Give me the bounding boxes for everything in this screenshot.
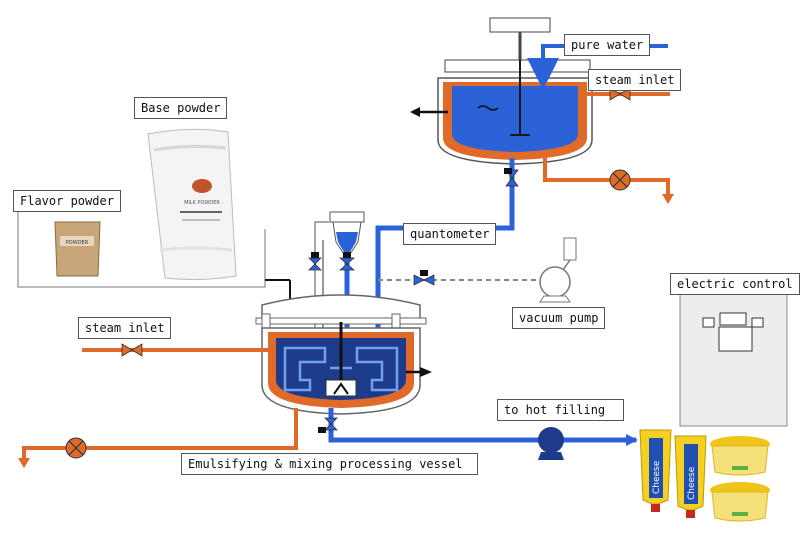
- hopper-valve-icon[interactable]: [338, 257, 356, 271]
- vessel-condensate-pipe: [22, 408, 298, 462]
- transfer-pump: [538, 427, 564, 460]
- tank-lid: [444, 59, 591, 73]
- base-bag-body: [147, 128, 237, 281]
- valve-actuator: [504, 168, 512, 174]
- vacuum-valve-icon[interactable]: [413, 274, 435, 286]
- to-hot-filling-label: to hot filling: [497, 399, 625, 421]
- control-indicator-right[interactable]: [751, 317, 764, 328]
- top-condensate-pipe: [543, 158, 670, 198]
- scraper-blade-left: [283, 346, 327, 392]
- cup-2-body: [711, 491, 769, 522]
- top-steam-valve-icon[interactable]: [609, 87, 631, 101]
- electric-control-panel: [679, 289, 788, 427]
- hopper-fill: [336, 232, 358, 252]
- steam-inlet-left-label: steam inlet: [78, 317, 172, 339]
- cheese-tube-2: Cheese: [674, 435, 707, 518]
- water-wave-icon: [477, 105, 499, 111]
- tube-1-band: [649, 438, 663, 498]
- tube-1-brand: Cheese: [652, 460, 662, 494]
- cheese-cup-1: [710, 436, 770, 476]
- vessel-lid: [261, 294, 421, 321]
- control-indicator-left[interactable]: [702, 317, 715, 328]
- flavor-bag-text: POWDER: [66, 240, 89, 246]
- vessel-label: Emulsifying & mixing processing vessel: [181, 453, 478, 475]
- transfer-pump-body: [538, 427, 564, 453]
- aux-valve-icon[interactable]: [308, 257, 322, 271]
- flavor-bag-label: [60, 236, 94, 246]
- flavor-powder-label: Flavor powder: [13, 190, 121, 212]
- base-powder-label: Base powder: [134, 97, 228, 119]
- steam-inlet-top-label: steam inlet: [588, 69, 682, 91]
- control-screen: [718, 326, 753, 352]
- tube-2-band: [684, 444, 698, 504]
- mixing-vessel: [255, 294, 432, 415]
- cheese-tube-1: Cheese: [639, 429, 672, 512]
- flavor-bag-body: [54, 221, 101, 277]
- tube-2-brand: Cheese: [687, 466, 697, 500]
- control-display: [719, 312, 747, 326]
- vessel-side-outlet-arrow-icon: [420, 367, 432, 377]
- control-cabinet: [679, 289, 788, 427]
- tank-outlet-arrow-icon: [410, 107, 420, 117]
- filling-arrow-icon: [626, 434, 638, 446]
- powder-platform: [17, 210, 266, 288]
- cup-1-body: [711, 445, 769, 476]
- base-powder-bag: MILK POWDER: [147, 128, 237, 281]
- vacuum-pump: [539, 237, 577, 303]
- transfer-pump-base: [538, 452, 564, 460]
- pure-water-label: pure water: [564, 34, 651, 56]
- vessel-condensate-arrow-icon: [18, 458, 30, 468]
- tube-2-cap: [686, 510, 695, 518]
- tube-1-cap: [651, 504, 660, 512]
- flavor-powder-bag: POWDER: [54, 221, 101, 277]
- base-bag-text: MILK POWDER: [184, 200, 220, 206]
- vacuum-pump-base: [539, 295, 571, 303]
- quantometer-label: quantometer: [403, 223, 497, 245]
- tank-motor: [489, 17, 551, 33]
- condensate-arrow-icon: [662, 194, 674, 204]
- scraper-blade-right: [355, 346, 399, 392]
- cheese-cup-2: [710, 482, 770, 522]
- vacuum-pump-label: vacuum pump: [512, 307, 606, 329]
- vacuum-pump-body: [539, 266, 571, 298]
- vacuum-pump-motor: [563, 237, 577, 261]
- tank-water: [452, 86, 578, 152]
- electric-control-label: electric control: [670, 273, 800, 295]
- hopper-rim: [329, 211, 365, 223]
- left-steam-valve-icon[interactable]: [121, 343, 143, 357]
- discharge-valve-icon[interactable]: [324, 417, 338, 431]
- base-bag-logo: [192, 179, 212, 193]
